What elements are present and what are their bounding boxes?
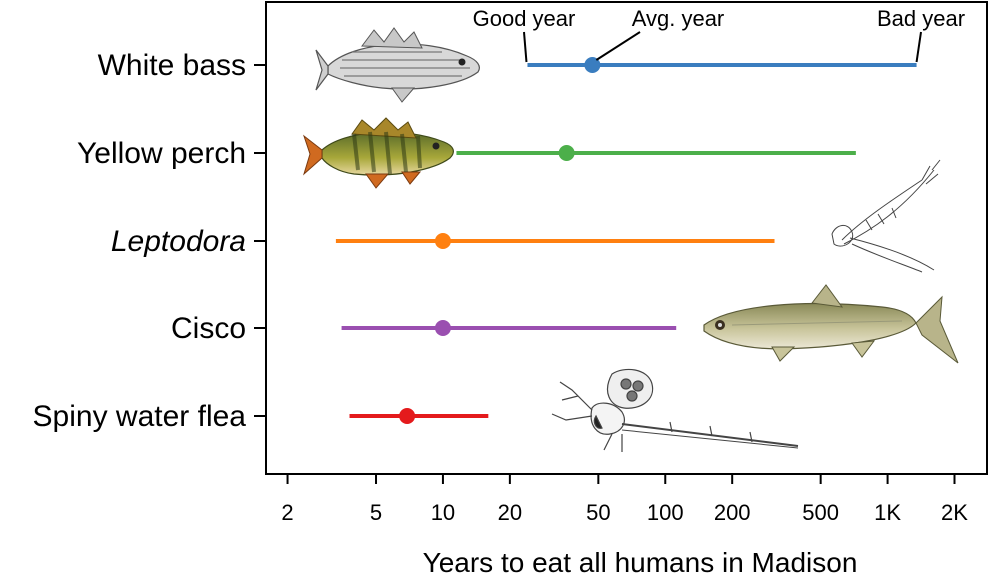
category-label: Yellow perch — [77, 137, 246, 170]
x-tick-label: 1K — [874, 500, 901, 525]
annotation-leader — [595, 31, 641, 61]
annotation-label: Bad year — [877, 6, 965, 31]
yellow-perch-illustration — [303, 117, 454, 189]
leptodora-illustration — [831, 159, 941, 273]
category-label: Leptodora — [111, 225, 246, 258]
x-tick-label: 50 — [586, 500, 610, 525]
series-layer — [335, 57, 917, 424]
average-point — [584, 57, 601, 73]
x-tick-label: 5 — [370, 500, 382, 525]
annotation-label: Avg. year — [632, 6, 725, 31]
category-label: Spiny water flea — [33, 400, 247, 433]
annotation-layer: Good year Avg. year Bad year — [473, 6, 965, 63]
annotation-leader — [523, 31, 528, 63]
x-tick-label: 500 — [802, 500, 839, 525]
x-tick-label: 2K — [941, 500, 968, 525]
annotation-label: Good year — [473, 6, 576, 31]
x-tick-label: 100 — [647, 500, 684, 525]
plot-frame — [265, 1, 988, 475]
average-point — [434, 233, 451, 249]
x-tick-label: 20 — [498, 500, 522, 525]
cisco-illustration — [703, 284, 959, 364]
category-label: White bass — [98, 49, 246, 82]
average-point — [434, 320, 451, 336]
x-tick-label: 200 — [714, 500, 751, 525]
average-point — [399, 408, 416, 424]
white-bass-illustration — [315, 27, 480, 103]
average-point — [558, 145, 575, 161]
annotation-leader — [915, 31, 922, 63]
x-tick-label: 10 — [431, 500, 455, 525]
x-axis-title: Years to eat all humans in Madison — [423, 547, 858, 578]
spiny-water-flea-illustration — [551, 368, 799, 452]
x-tick-label: 2 — [281, 500, 293, 525]
category-label: Cisco — [171, 312, 246, 345]
x-axis: 2 5 10 20 50 100 200 500 1K 2K — [281, 474, 968, 525]
